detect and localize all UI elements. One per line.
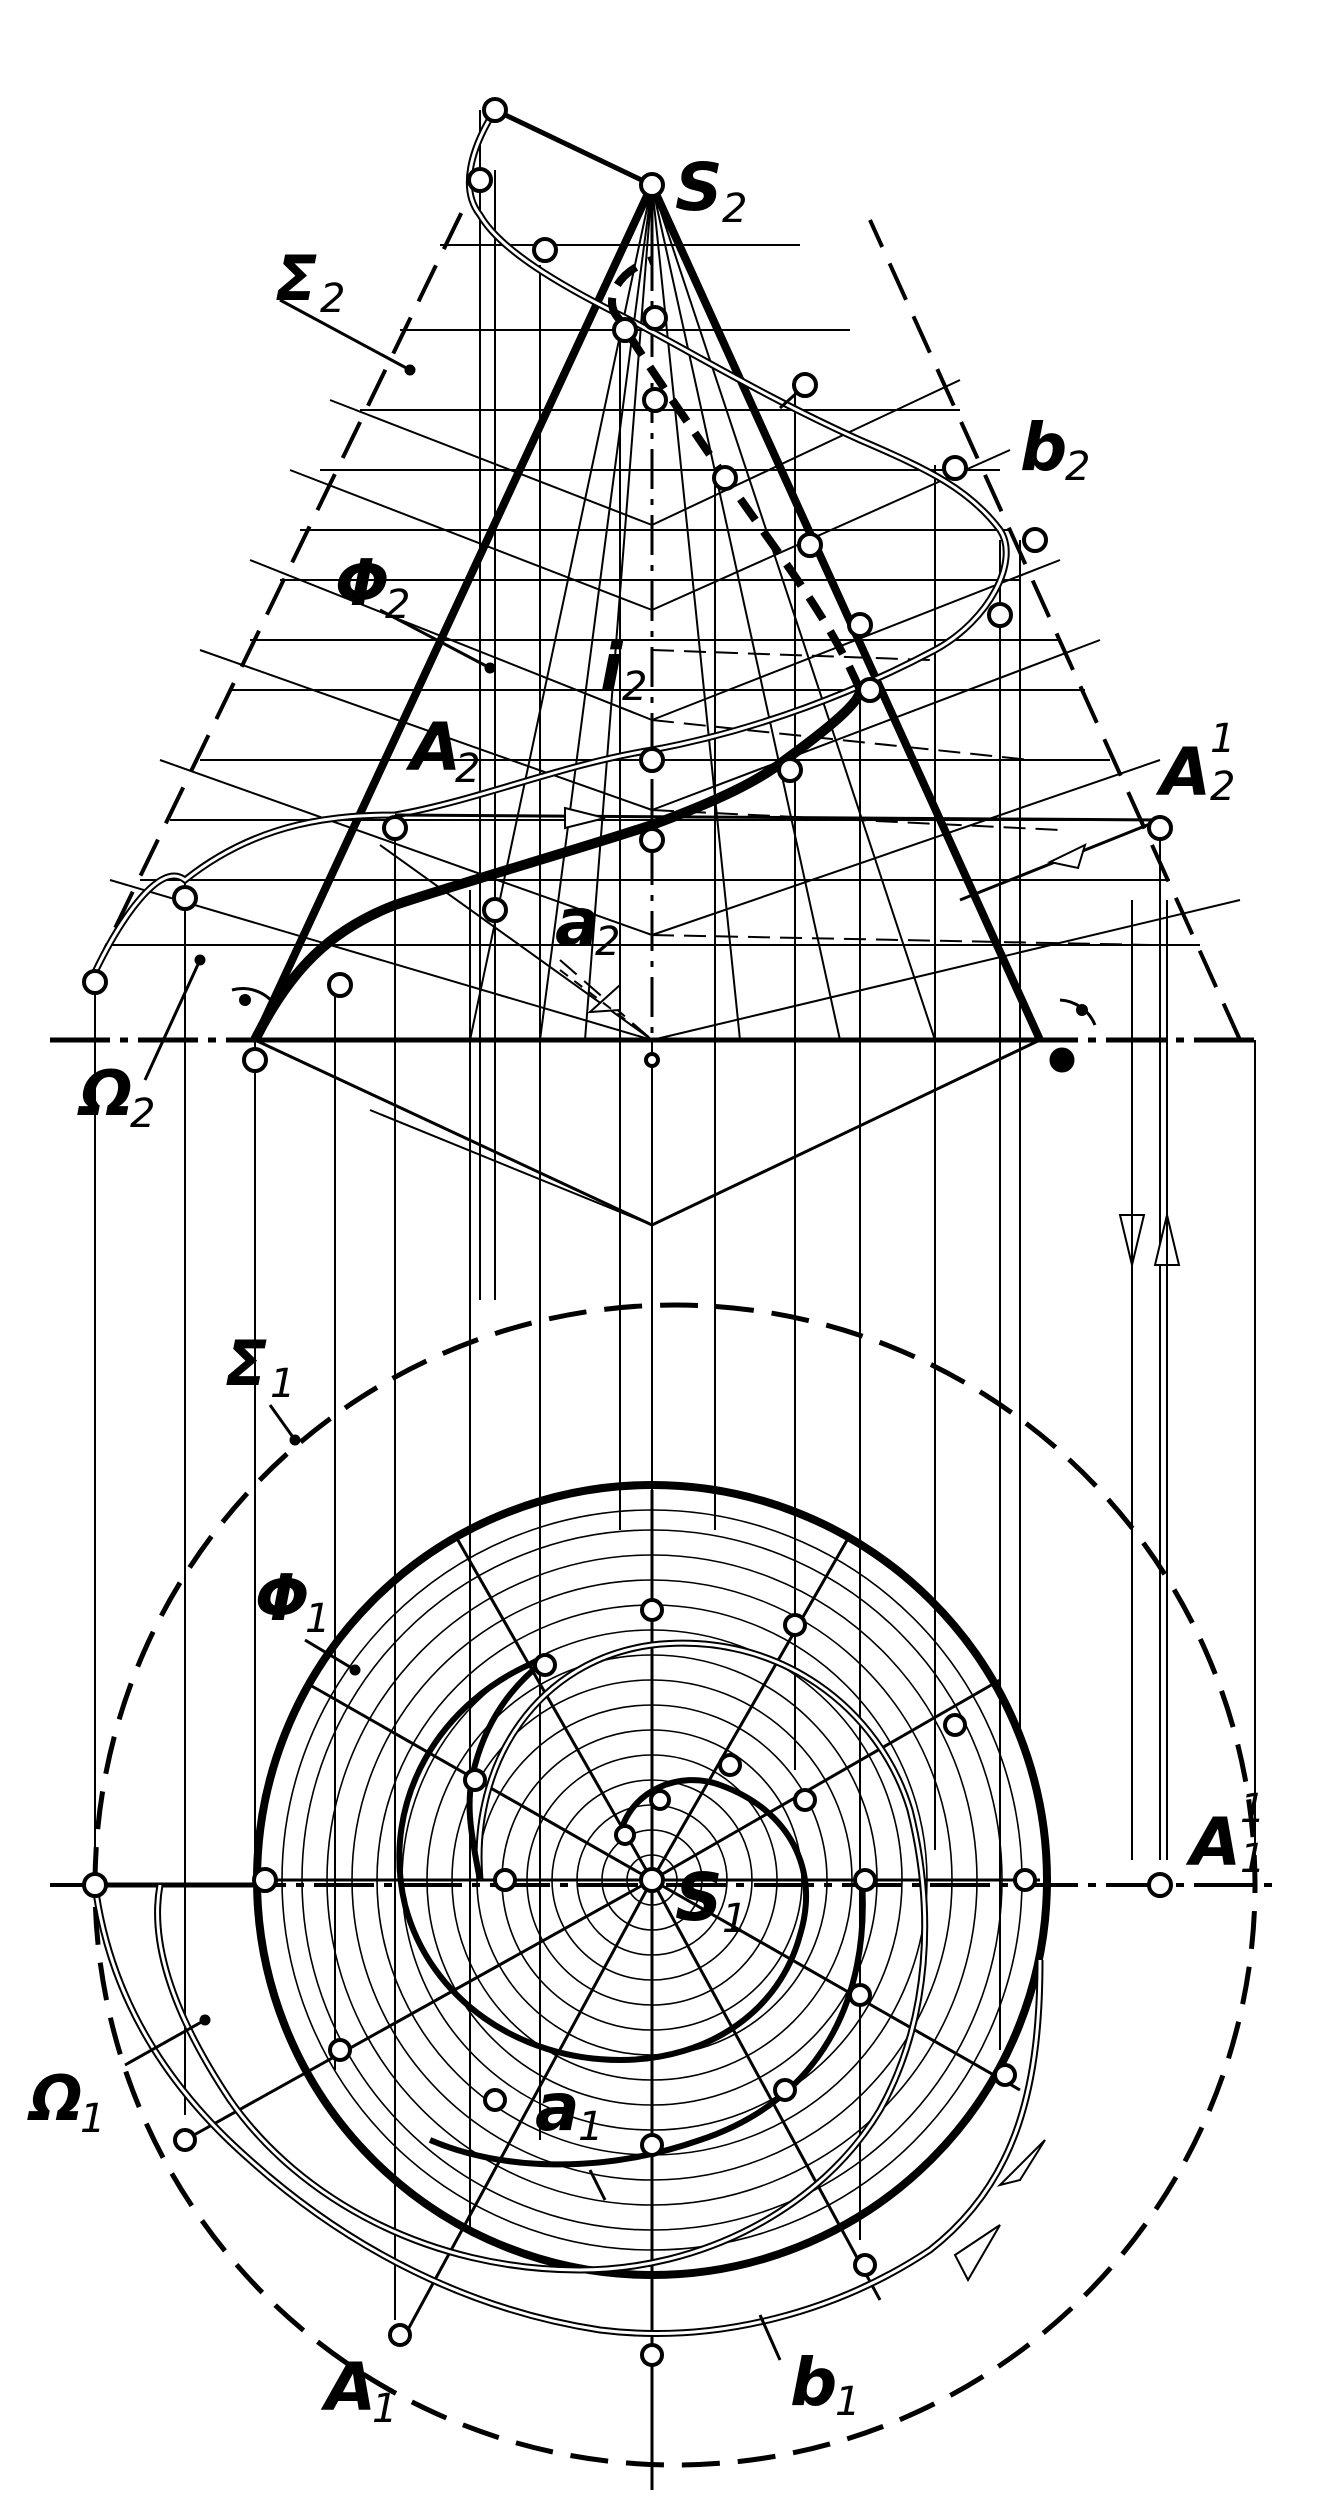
arrow-b1-2 — [953, 2224, 1001, 2283]
label-omega1: Ω — [27, 2062, 83, 2135]
label-sigma2: Σ — [275, 242, 317, 315]
phi2-right-generator — [648, 183, 1044, 1042]
label-s2-sub: 2 — [722, 186, 747, 232]
label-s2: S — [675, 149, 723, 226]
arrow-a2 — [587, 982, 621, 1014]
curve-b1-outer-inner — [93, 1884, 1042, 2335]
label-sigma1-sub: 1 — [270, 1361, 295, 1407]
label-i2-sub: 2 — [622, 664, 647, 710]
label-a1-point-sub: 1 — [372, 2386, 397, 2432]
label-a1-curve: a — [535, 2069, 580, 2146]
point-right-base — [1049, 1047, 1075, 1073]
label-a2-curve: a — [555, 884, 600, 961]
sigma2-right-generator — [868, 219, 1242, 1041]
arrow-right — [564, 806, 606, 830]
top-view — [50, 1302, 1280, 2490]
front-diagonals — [109, 379, 1241, 1041]
label-a1sup-point: A — [1185, 1804, 1241, 1881]
label-s1: S — [675, 1859, 723, 1936]
label-a2-point: A — [405, 709, 461, 786]
projection-lines — [94, 110, 1256, 2490]
label-omega2: Ω — [77, 1057, 133, 1130]
label-a2sup-point-sup: 1 — [1210, 716, 1235, 762]
label-a1-point: A — [320, 2349, 376, 2426]
curve-b1-inner-spiral — [466, 1657, 547, 1881]
label-s1-sub: 1 — [722, 1896, 747, 1942]
curve-b2-inner — [93, 109, 1008, 973]
chevron-right — [652, 1040, 1240, 1095]
phi2-left-generator — [251, 183, 656, 1042]
label-phi1-sub: 1 — [305, 1596, 330, 1642]
sigma1-circle — [92, 1302, 1258, 2468]
label-a2-curve-sub: 2 — [595, 919, 620, 965]
curve-a2-hidden — [608, 256, 864, 692]
front-view — [50, 97, 1256, 2490]
label-a1-curve-sub: 1 — [578, 2104, 603, 2150]
curve-a1-tail — [428, 1879, 866, 2168]
label-b1-sub: 1 — [835, 2379, 860, 2425]
labels: S 2 Σ 2 b 2 Φ 2 i 2 A 2 A 1 2 a 2 Ω 2 Σ … — [27, 149, 1265, 2432]
arrow-left-front — [1046, 843, 1087, 870]
curve-a2 — [250, 689, 865, 1043]
label-a1sup-point-sup: 1 — [1240, 1786, 1265, 1832]
label-b2-sub: 2 — [1065, 444, 1090, 490]
label-b1: b — [790, 2344, 837, 2421]
base-chevron-inner — [369, 1109, 653, 1226]
curve-a1-spiral — [396, 1657, 810, 2064]
top-link — [493, 107, 654, 188]
arrow-b1-1 — [996, 2139, 1046, 2187]
label-phi2-sub: 2 — [385, 582, 410, 628]
label-omega1-sub: 1 — [80, 2096, 105, 2142]
sigma2-left-generator — [88, 194, 472, 981]
front-hidden — [559, 649, 1151, 1041]
label-a2-point-sub: 2 — [455, 746, 480, 792]
label-a2sup-point-sub: 2 — [1210, 764, 1235, 810]
label-a2sup-point: A — [1155, 734, 1211, 811]
front-points — [82, 97, 1173, 1073]
top-points — [82, 1598, 1173, 2367]
label-i2: i — [600, 629, 624, 706]
label-omega2-sub: 2 — [130, 1091, 155, 1137]
curve-b1-main-inner — [156, 1641, 927, 2272]
label-sigma2-sub: 2 — [320, 276, 345, 322]
label-a1sup-point-sub: 1 — [1240, 1836, 1265, 1882]
label-phi1: Φ — [255, 1562, 309, 1636]
label-b2: b — [1020, 409, 1067, 486]
label-phi2: Φ — [335, 547, 389, 621]
label-sigma1: Σ — [225, 1327, 267, 1400]
base-chevron — [254, 1038, 1041, 1227]
line-a2-a2sup — [394, 813, 1161, 822]
